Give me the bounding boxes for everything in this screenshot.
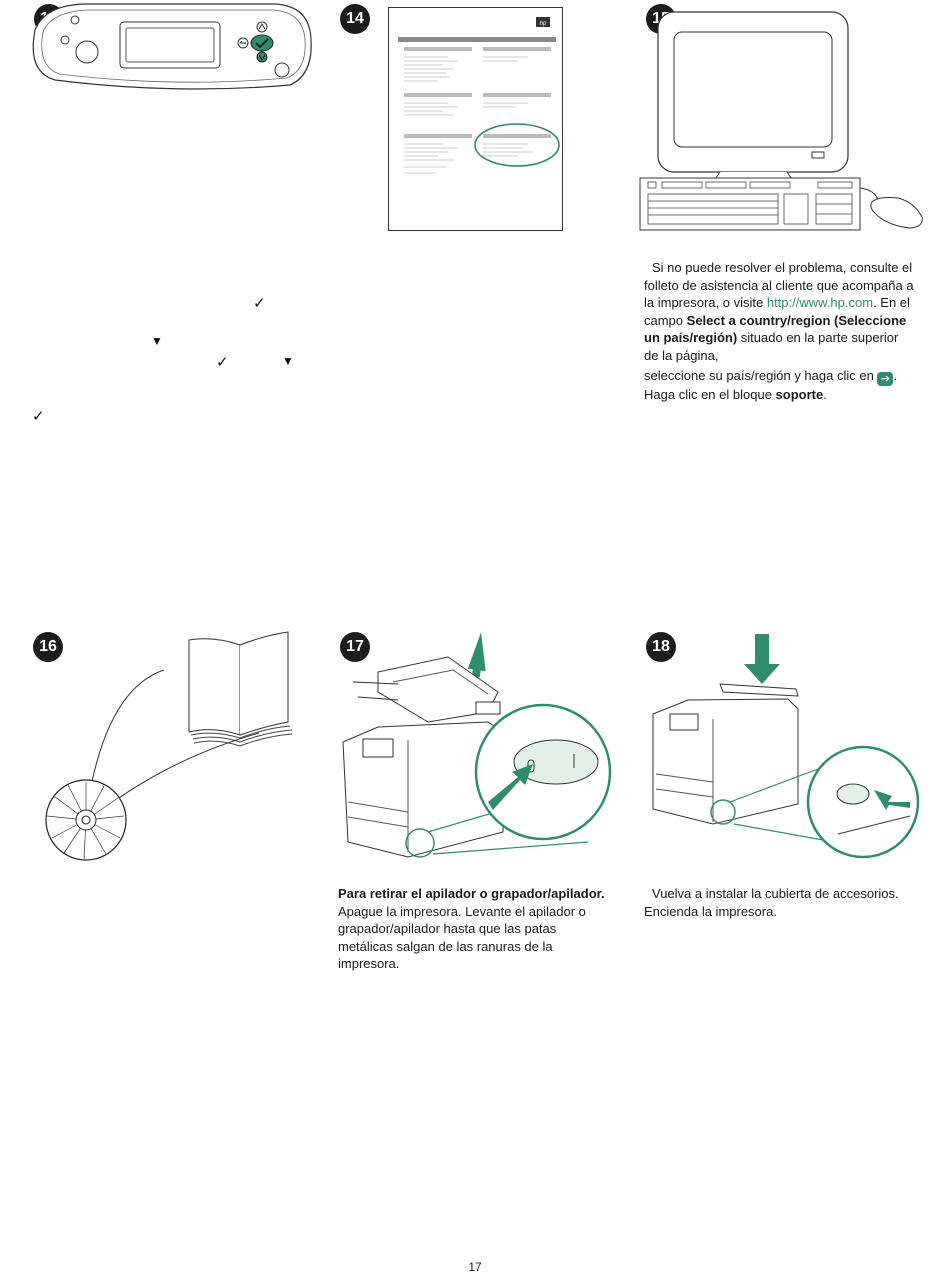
step-15-text: Si no puede resolver el problema, consul…	[644, 259, 914, 364]
step-14-badge: 14	[340, 4, 370, 34]
step-17-text: Para retirar el apilador o grapador/apil…	[338, 885, 610, 973]
check-icon: ✓	[216, 355, 229, 370]
step-18-text: Vuelva a instalar la cubierta de accesor…	[644, 885, 919, 920]
hp-logo: hp	[540, 21, 547, 27]
down-arrow-icon: ▼	[151, 335, 163, 347]
reinstall-cover-illustration	[648, 634, 913, 859]
down-arrow-icon: ▼	[282, 355, 294, 367]
step-17-heading: Para retirar el apilador o grapador/apil…	[338, 886, 605, 901]
support-label: soporte	[776, 387, 824, 402]
configuration-page-illustration: hp	[388, 7, 563, 232]
step-15-text-2: seleccione su país/región y haga clic en…	[644, 367, 929, 404]
control-panel-illustration	[25, 0, 315, 100]
manual-and-cd-illustration	[44, 630, 294, 860]
go-arrow-icon[interactable]: ➔	[877, 372, 893, 386]
page-number: 17	[0, 1260, 950, 1274]
hp-website-link[interactable]: http://www.hp.com	[767, 295, 873, 310]
check-icon: ✓	[32, 409, 45, 424]
remove-stacker-illustration	[338, 632, 618, 867]
computer-illustration	[640, 12, 925, 234]
check-icon: ✓	[253, 296, 266, 311]
step-14-number: 14	[346, 10, 364, 28]
